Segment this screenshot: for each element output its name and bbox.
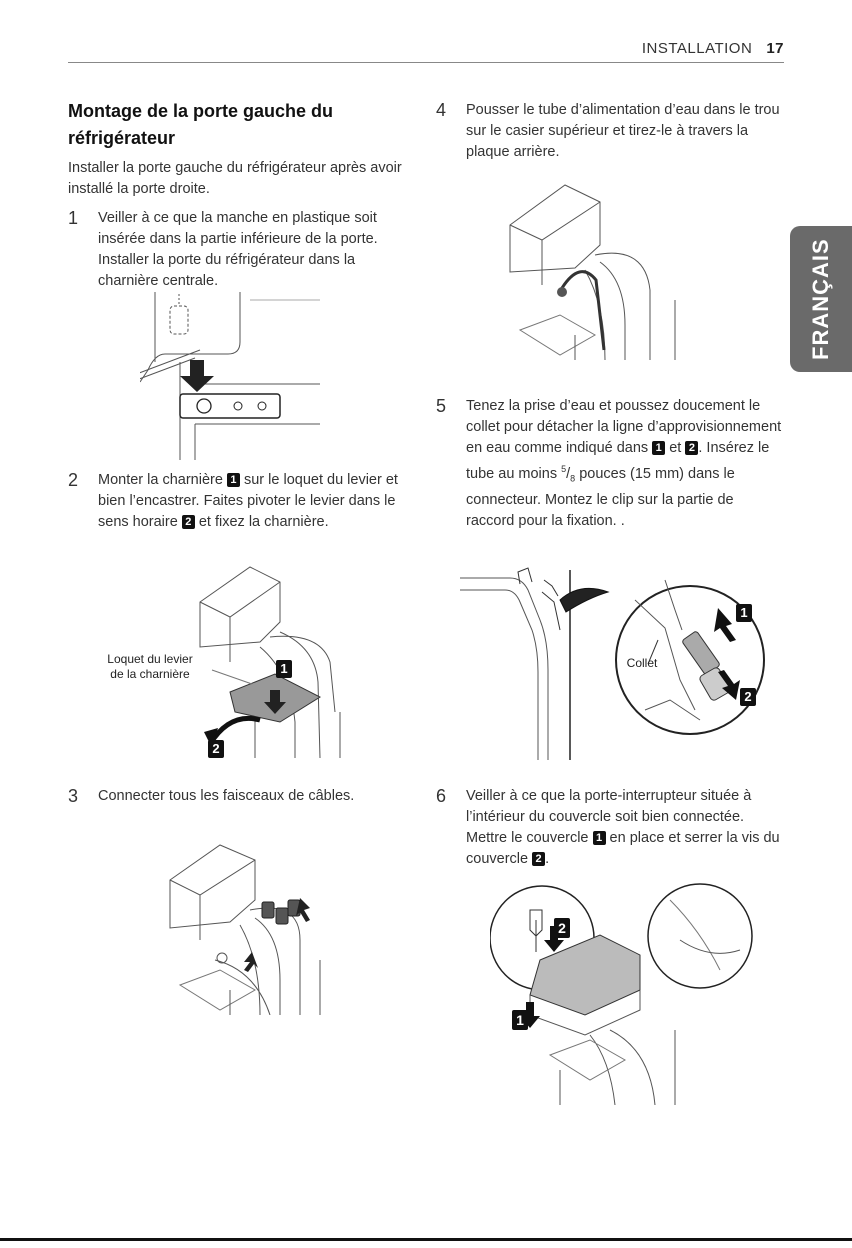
- section-title: INSTALLATION: [641, 40, 753, 57]
- door-hinge-illustration: [140, 292, 320, 460]
- hinge-lever-illustration: [199, 566, 341, 758]
- callout-badge-2: 2: [740, 688, 756, 706]
- step-number: 3: [68, 786, 79, 806]
- step-text-part: .: [545, 851, 550, 867]
- label-line: de la charnière: [110, 667, 190, 681]
- step-text: Veiller à ce que la porte-interrupteur s…: [466, 786, 784, 870]
- step-text-part: en place et serrer la vis du couvercle: [466, 830, 780, 867]
- callout-badge-2: 2: [554, 918, 570, 938]
- callout-badge-2: 2: [685, 441, 699, 455]
- figure-wire-harness: [160, 840, 360, 1015]
- wire-harness-illustration: [169, 844, 321, 1015]
- fraction-numerator: 5: [561, 464, 567, 474]
- figure-hinge-lever: Loquet du levier de la charnière 1 2: [80, 562, 370, 758]
- step-text-part: Veiller à ce que la porte-interrupteur s…: [466, 788, 752, 846]
- collet-label: Collet: [626, 656, 658, 670]
- intro-paragraph: Installer la porte gauche du réfrigérate…: [68, 160, 402, 197]
- callout-badge-2: 2: [181, 515, 195, 529]
- callout-badge-2: 2: [532, 852, 546, 866]
- callout-badge-1: 1: [736, 604, 752, 622]
- cover-screw-illustration: [490, 883, 753, 1105]
- water-tube-illustration: [509, 184, 676, 360]
- language-tab: FRANÇAIS: [790, 226, 852, 372]
- step-text-part: pouces (15 mm) dans le connecteur. Monte…: [466, 465, 735, 529]
- step-text: Monter la charnière 1 sur le loquet du l…: [98, 470, 408, 533]
- section-heading: Montage de la porte gauche du réfrigérat…: [68, 101, 334, 148]
- hinge-lever-label: Loquet du levier de la charnière: [80, 652, 220, 682]
- figure-collet-detail: Collet 1 2: [460, 560, 770, 760]
- page-number: 17: [766, 40, 784, 57]
- language-tab-label: FRANÇAIS: [808, 238, 833, 360]
- callout-badge-2: 2: [208, 740, 224, 758]
- callout-badge-1: 1: [592, 831, 606, 845]
- label-line: Loquet du levier: [107, 652, 193, 666]
- step-text-part: et fixez la charnière.: [194, 514, 329, 530]
- figure-door-hinge: [140, 292, 330, 460]
- figure-water-tube: [500, 180, 690, 360]
- step-number: 1: [68, 208, 79, 228]
- step-text: Pousser le tube d’alimentation d’eau dan…: [466, 102, 780, 160]
- step-number: 4: [436, 100, 447, 120]
- step-text: Veiller à ce que la manche en plastique …: [98, 210, 378, 289]
- step-text-part: sur le loquet du levier et bien l’encast…: [98, 472, 398, 530]
- page-header: INSTALLATION 17: [560, 40, 784, 57]
- step-text-part: et: [665, 440, 686, 456]
- step-number: 5: [436, 396, 447, 416]
- collet-detail-illustration: [460, 567, 765, 760]
- step-number: 2: [68, 470, 79, 490]
- step-text: Connecter tous les faisceaux de câbles.: [98, 788, 355, 804]
- bottom-rule: [0, 1238, 852, 1241]
- step-text: Tenez la prise d’eau et poussez doucemen…: [466, 396, 784, 532]
- step-text-part: Tenez la prise d’eau et poussez doucemen…: [466, 398, 782, 456]
- step-text-part: Monter la charnière: [98, 472, 227, 488]
- callout-badge-1: 1: [226, 473, 240, 487]
- figure-cover-screw: 2 1: [490, 880, 770, 1105]
- header-rule: [68, 62, 784, 63]
- fraction-separator: /: [566, 465, 571, 482]
- callout-badge-1: 1: [652, 441, 666, 455]
- fraction-denominator: 8: [570, 473, 576, 484]
- callout-badge-1: 1: [276, 660, 292, 678]
- step-number: 6: [436, 786, 447, 806]
- callout-badge-1: 1: [512, 1010, 528, 1030]
- step-text-part: . Insérez le tube au moins: [466, 440, 770, 482]
